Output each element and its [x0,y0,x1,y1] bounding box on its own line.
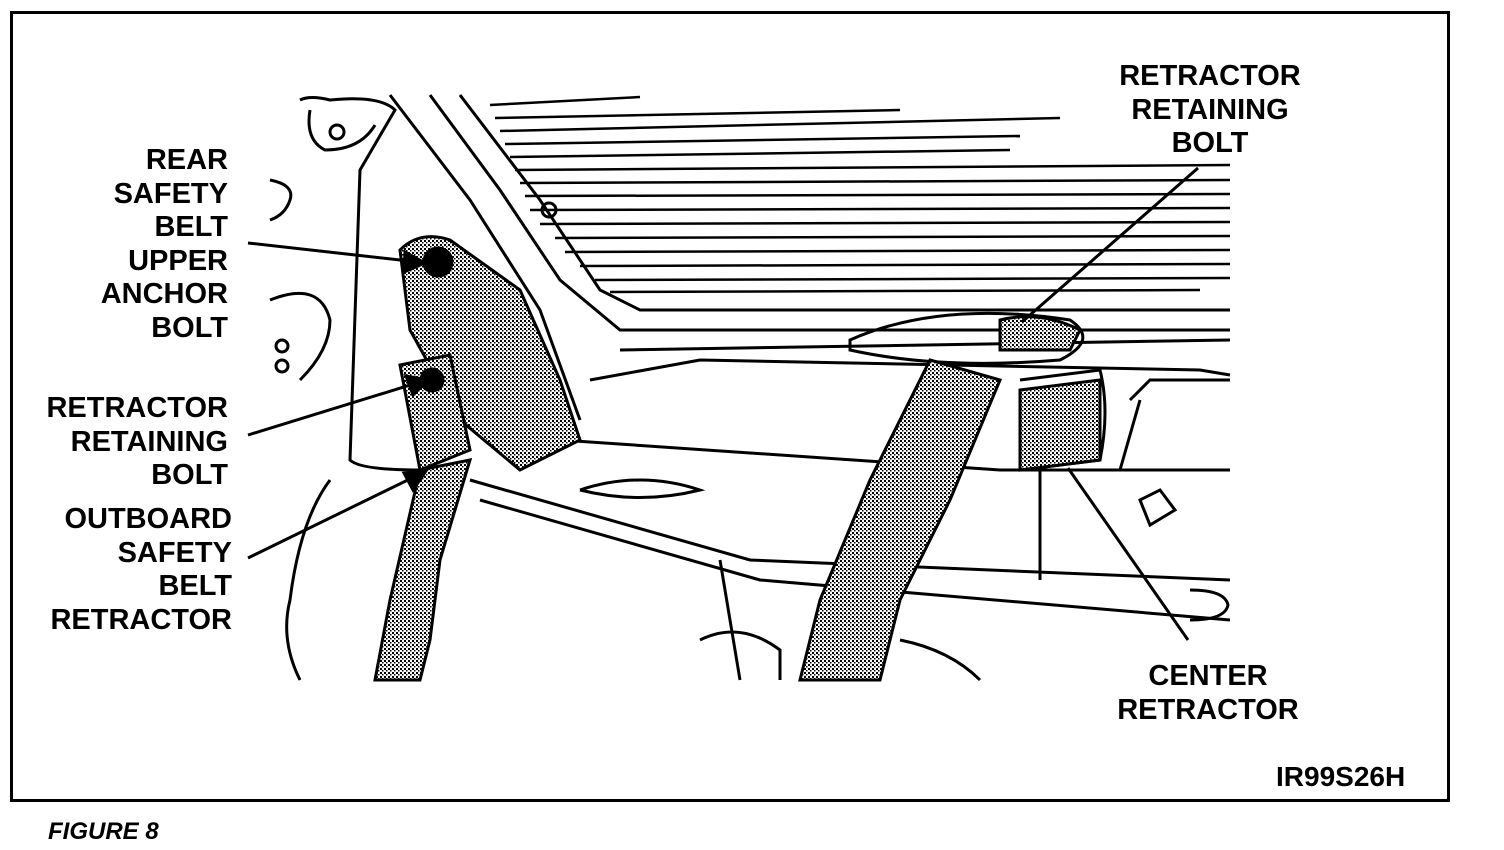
belt-webbing [373,235,1102,682]
label-rear-safety-belt-upper-anchor-bolt: REAR SAFETY BELT UPPER ANCHOR BOLT [100,144,228,344]
figure-caption: FIGURE 8 [48,818,159,845]
figure-frame [10,11,1450,802]
rear-window [489,95,1231,294]
label-retractor-retaining-bolt-left: RETRACTOR RETAINING BOLT [46,392,228,491]
label-retractor-retaining-bolt-top: RETRACTOR RETAINING BOLT [1119,60,1301,159]
leader-lines [247,166,1199,641]
upper-anchor-bolt-icon [422,246,454,278]
figure-code: IR99S26H [1276,761,1406,792]
bolts [419,246,454,393]
label-outboard-safety-belt-retractor: OUTBOARD SAFETY BELT RETRACTOR [50,503,232,636]
label-center-retractor: CENTER RETRACTOR [1117,660,1299,726]
